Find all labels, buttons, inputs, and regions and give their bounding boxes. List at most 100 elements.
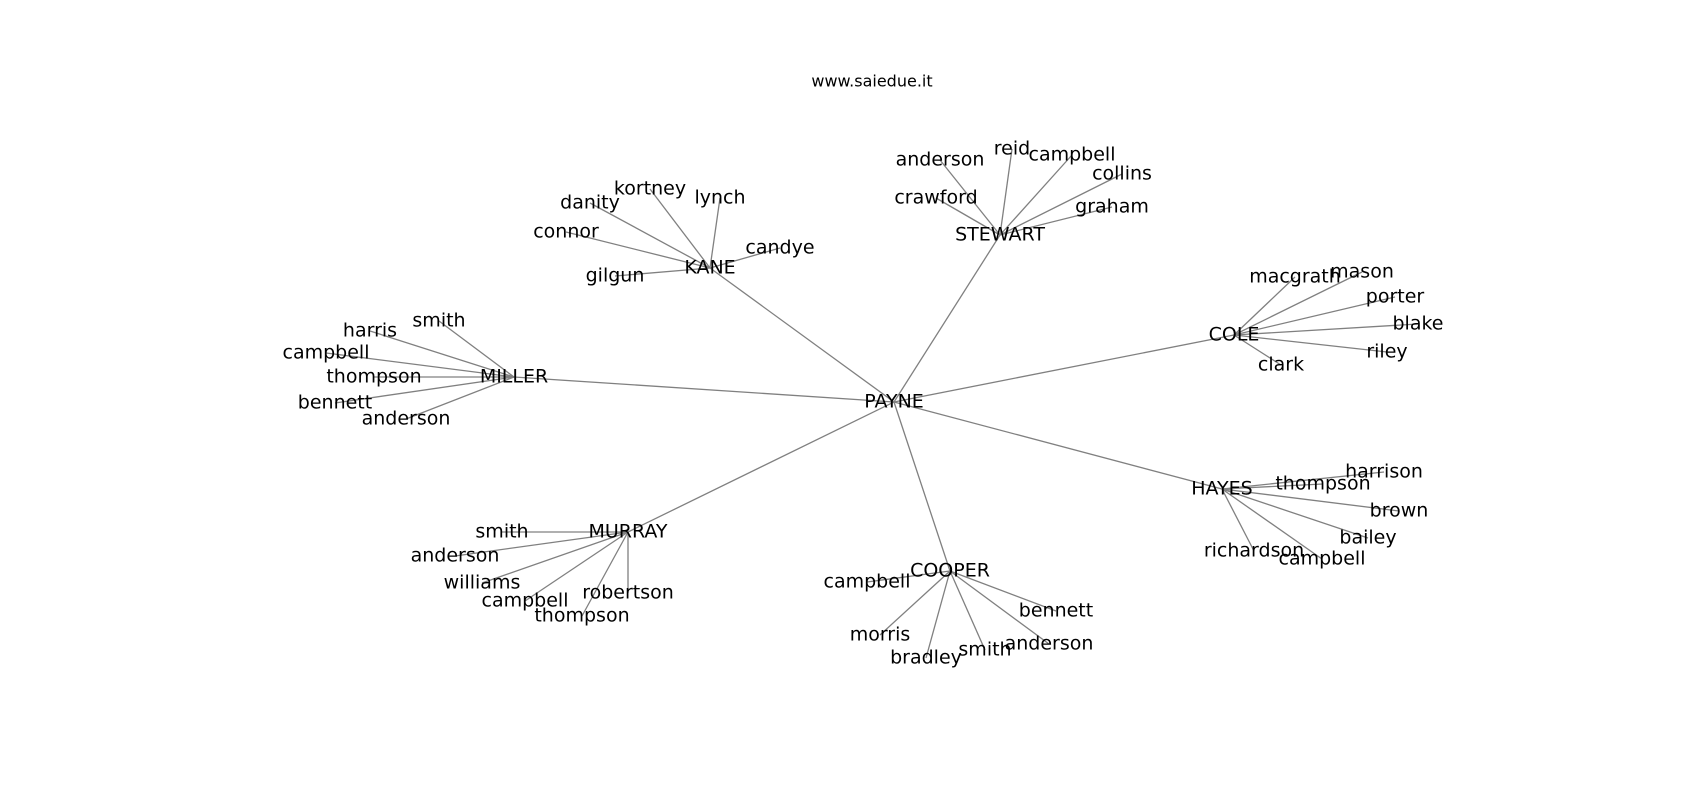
edge-cole-clark <box>1233 334 1282 366</box>
edge-miller-smith <box>438 320 515 378</box>
node-stewart-campbell: campbell <box>1029 144 1116 166</box>
edge-stewart-campbell <box>999 154 1073 236</box>
edge-cooper-smith <box>949 570 986 651</box>
edge-hayes-harrison <box>1221 471 1385 490</box>
node-murray-williams: williams <box>444 572 521 594</box>
node-stewart-anderson: anderson <box>896 149 985 171</box>
edge-payne-kane <box>709 267 895 403</box>
edge-miller-harris <box>369 330 515 378</box>
node-cooper-anderson: anderson <box>1005 633 1094 655</box>
edge-hayes-campbell <box>1221 488 1323 560</box>
diagram-title: www.saiedue.it <box>811 72 932 91</box>
edge-payne-cole <box>893 334 1235 403</box>
edge-kane-gilgun <box>614 267 711 277</box>
edge-cole-blake <box>1233 323 1419 336</box>
node-stewart-graham: graham <box>1075 196 1149 218</box>
node-miller-thompson: thompson <box>326 366 421 388</box>
node-kane-kortney: kortney <box>614 178 686 200</box>
edge-stewart-crawford <box>935 197 1001 236</box>
edge-hayes-brown <box>1221 488 1400 512</box>
edge-miller-anderson <box>405 376 515 420</box>
node-miller-bennett: bennett <box>298 392 372 414</box>
edge-cooper-morris <box>879 570 951 636</box>
node-murray: MURRAY <box>588 521 667 543</box>
node-hayes-campbell: campbell <box>1279 548 1366 570</box>
edge-stewart-anderson <box>939 159 1001 236</box>
node-cooper-bradley: bradley <box>890 647 962 669</box>
node-kane-connor: connor <box>533 221 599 243</box>
node-kane-candye: candye <box>745 237 814 259</box>
edge-cole-macgrath <box>1233 276 1296 336</box>
node-miller-smith: smith <box>412 310 465 332</box>
edge-kane-danity <box>589 202 711 269</box>
node-cole-porter: porter <box>1366 286 1425 308</box>
edge-cole-porter <box>1233 296 1396 336</box>
edge-murray-thompson <box>581 531 629 617</box>
node-cooper: COOPER <box>910 560 990 582</box>
edge-hayes-thompson <box>1221 483 1324 490</box>
node-payne: PAYNE <box>864 391 924 413</box>
edge-payne-cooper <box>893 401 951 572</box>
edge-cooper-campbell <box>866 570 951 583</box>
node-murray-smith: smith <box>475 521 528 543</box>
node-cooper-smith: smith <box>958 639 1011 661</box>
edge-murray-campbell <box>524 531 629 602</box>
node-cole-macgrath: macgrath <box>1249 266 1341 288</box>
node-cole-mason: mason <box>1330 261 1394 283</box>
node-cooper-morris: morris <box>850 624 911 646</box>
node-hayes-bailey: bailey <box>1339 527 1396 549</box>
edge-cooper-bennett <box>949 570 1057 612</box>
node-stewart-collins: collins <box>1092 163 1152 185</box>
node-murray-robertson: robertson <box>582 582 674 604</box>
edge-payne-murray <box>627 401 895 533</box>
node-hayes-thompson: thompson <box>1275 473 1370 495</box>
edge-payne-hayes <box>893 401 1223 490</box>
node-cole-clark: clark <box>1258 354 1304 376</box>
node-stewart-reid: reid <box>994 138 1030 160</box>
node-cooper-campbell: campbell <box>824 571 911 593</box>
node-hayes-brown: brown <box>1370 500 1429 522</box>
edges-layer <box>325 148 1419 659</box>
node-kane-gilgun: gilgun <box>586 265 645 287</box>
edge-cooper-anderson <box>949 570 1050 645</box>
node-murray-thompson: thompson <box>534 605 629 627</box>
edge-murray-anderson <box>454 531 629 557</box>
edge-kane-connor <box>565 231 711 269</box>
edge-cole-mason <box>1233 271 1363 336</box>
node-cole: COLE <box>1209 324 1260 346</box>
edge-miller-bennett <box>334 376 515 404</box>
node-stewart: STEWART <box>955 224 1045 246</box>
node-stewart-crawford: crawford <box>894 187 977 209</box>
node-hayes-harrison: harrison <box>1345 461 1423 483</box>
node-murray-campbell: campbell <box>482 590 569 612</box>
node-cooper-bennett: bennett <box>1019 600 1093 622</box>
node-miller-anderson: anderson <box>362 408 451 430</box>
edge-stewart-graham <box>999 206 1113 236</box>
node-kane: KANE <box>684 257 735 279</box>
node-miller: MILLER <box>480 366 548 388</box>
edge-hayes-bailey <box>1221 488 1369 539</box>
edge-murray-williams <box>481 531 629 584</box>
edge-payne-miller <box>513 376 895 403</box>
edge-kane-candye <box>709 247 781 269</box>
node-kane-lynch: lynch <box>694 187 745 209</box>
node-cole-blake: blake <box>1393 313 1444 335</box>
edge-stewart-reid <box>999 148 1013 236</box>
node-kane-danity: danity <box>560 192 620 214</box>
edge-cole-riley <box>1233 334 1388 353</box>
node-miller-harris: harris <box>343 320 397 342</box>
edge-cooper-bradley <box>925 570 951 659</box>
edge-kane-lynch <box>709 197 721 269</box>
edge-miller-campbell <box>325 352 515 378</box>
node-hayes: HAYES <box>1191 478 1252 500</box>
node-hayes-richardson: richardson <box>1204 540 1304 562</box>
edge-hayes-richardson <box>1221 488 1255 552</box>
edge-stewart-collins <box>999 173 1123 236</box>
edge-kane-kortney <box>649 188 711 269</box>
node-cole-riley: riley <box>1366 341 1407 363</box>
node-miller-campbell: campbell <box>283 342 370 364</box>
edge-payne-stewart <box>893 234 1001 403</box>
node-murray-anderson: anderson <box>411 545 500 567</box>
